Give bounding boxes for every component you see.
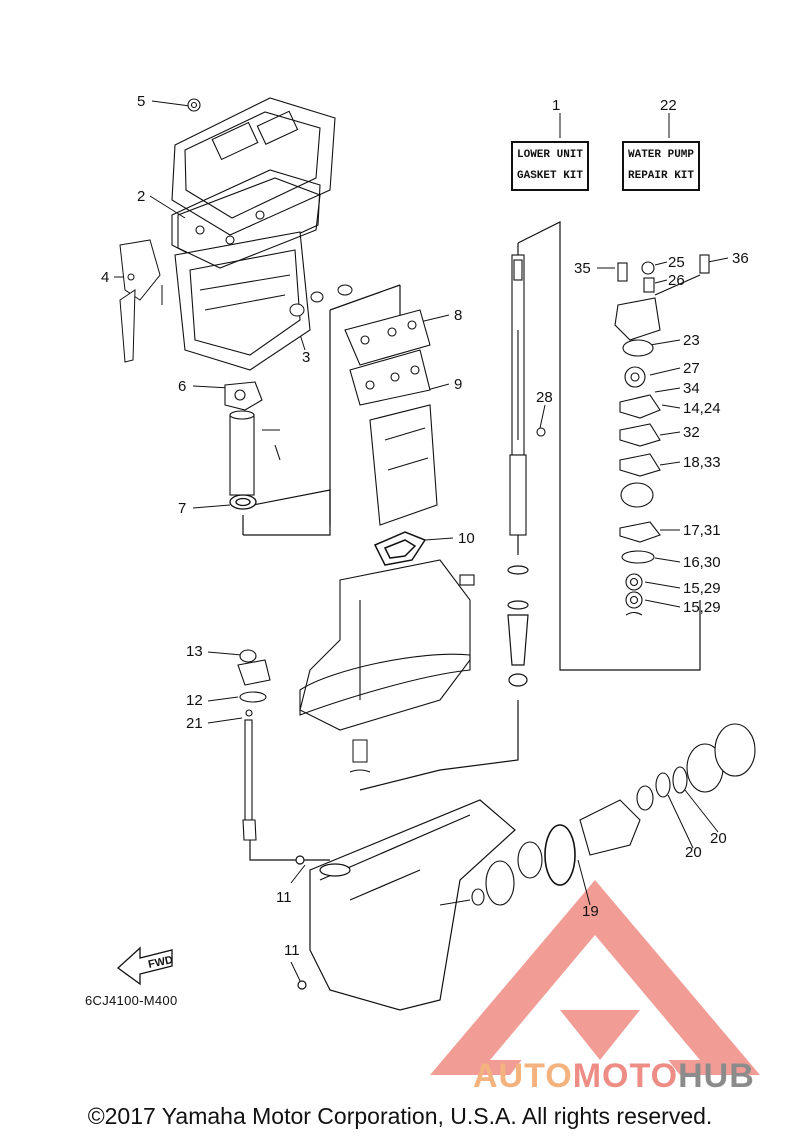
- copyright-notice: ©2017 Yamaha Motor Corporation, U.S.A. A…: [87, 1103, 713, 1129]
- gear-assembly: [439, 723, 756, 906]
- watermark-part-moto: MOTO: [572, 1057, 679, 1095]
- shift-rod-parts: [237, 649, 271, 841]
- drive-shaft: [509, 254, 527, 536]
- lower-unit-gasket-kit-box: LOWER UNIT GASKET KIT: [511, 141, 590, 191]
- watermark-part-auto: AUTO: [473, 1057, 573, 1095]
- callout-28: 28: [536, 389, 553, 406]
- callout-11-upper: 11: [276, 889, 292, 906]
- water-pump-parts: [536, 254, 710, 616]
- kit-1-line2: GASKET KIT: [517, 170, 584, 182]
- callout-19: 19: [582, 903, 599, 920]
- fwd-label: FWD: [147, 954, 174, 971]
- callout-14-24: 14,24: [683, 400, 721, 417]
- callout-15-29-a: 15,29: [683, 580, 721, 597]
- plate-6-housing: [224, 381, 281, 496]
- watermark-text: AUTOMOTOHUB: [473, 1057, 755, 1096]
- callout-32: 32: [683, 424, 700, 441]
- callout-6: 6: [178, 378, 186, 395]
- oil-seal-7: [229, 494, 257, 510]
- callout-36: 36: [732, 250, 749, 267]
- gaskets-8-9: [344, 309, 438, 526]
- callout-15-29-b: 15,29: [683, 599, 721, 616]
- fwd-arrow-icon: [116, 946, 173, 986]
- callout-8: 8: [454, 307, 462, 324]
- diagram-code: 6CJ4100-M400: [85, 993, 178, 1008]
- lower-casing: [295, 799, 516, 1011]
- kit-1-line1: LOWER UNIT: [517, 149, 584, 161]
- callout-10: 10: [458, 530, 475, 547]
- callout-9: 9: [454, 376, 462, 393]
- drive-shaft-bearings: [507, 565, 529, 687]
- bracket-4: [119, 239, 163, 363]
- callout-23: 23: [683, 332, 700, 349]
- upper-case-assembly: [171, 97, 336, 371]
- callout-13: 13: [186, 643, 203, 660]
- callout-16-30: 16,30: [683, 554, 721, 571]
- callout-2: 2: [137, 188, 145, 205]
- callout-20-a: 20: [710, 830, 727, 847]
- gasket-2: [177, 177, 321, 269]
- callout-20-b: 20: [685, 844, 702, 861]
- seal-3: [289, 284, 353, 317]
- callout-35: 35: [574, 260, 591, 277]
- watermark-logo-icon: [430, 880, 760, 1075]
- callout-1: 1: [552, 97, 560, 114]
- callout-3: 3: [302, 349, 310, 366]
- callout-5: 5: [137, 93, 145, 110]
- callout-21: 21: [186, 715, 203, 732]
- callout-12: 12: [186, 692, 203, 709]
- callout-7: 7: [178, 500, 186, 517]
- callout-27: 27: [683, 360, 700, 377]
- kit-22-line2: REPAIR KIT: [628, 170, 695, 182]
- gasket-10: [373, 531, 427, 566]
- drive-shaft-housing: [299, 559, 475, 731]
- callout-25: 25: [668, 254, 685, 271]
- callout-4: 4: [101, 269, 109, 286]
- callout-numbers: 5 2 4 3 6 7 8 9 10 13 12 21 11 11 28 1 2…: [101, 93, 749, 959]
- callout-18-33: 18,33: [683, 454, 721, 471]
- water-pump-repair-kit-box: WATER PUMP REPAIR KIT: [622, 141, 701, 191]
- callout-17-31: 17,31: [683, 522, 721, 539]
- callout-34: 34: [683, 380, 700, 397]
- callout-26: 26: [668, 272, 685, 289]
- watermark-part-hub: HUB: [678, 1057, 755, 1095]
- callout-22: 22: [660, 97, 677, 114]
- callout-11-lower: 11: [284, 942, 300, 959]
- kit-22-line1: WATER PUMP: [628, 149, 695, 161]
